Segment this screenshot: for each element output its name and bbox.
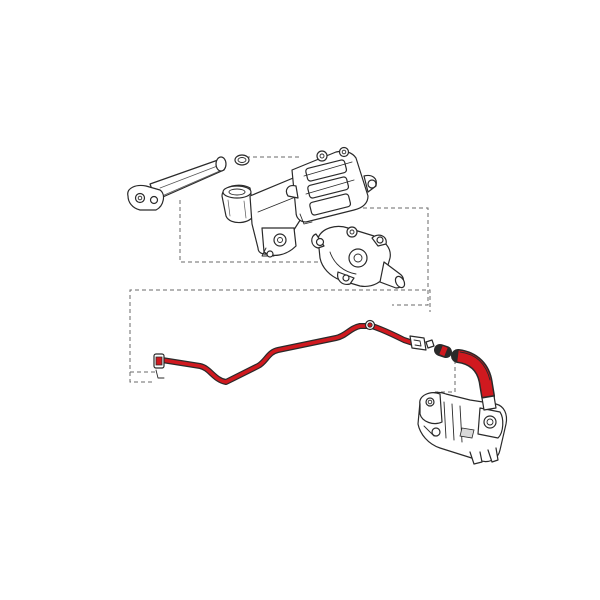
egr-valve-icon xyxy=(417,391,508,465)
hose-clip-icon xyxy=(409,335,435,351)
thermostat-housing-icon xyxy=(311,225,406,289)
coolant-pipe-icon xyxy=(153,319,419,385)
coolant-hose-icon xyxy=(434,344,495,403)
leader-lines xyxy=(129,156,456,393)
o-ring-seal-icon xyxy=(234,154,250,166)
oil-cooler-icon xyxy=(285,146,377,225)
oil-cooler-pipe-icon xyxy=(127,156,227,211)
